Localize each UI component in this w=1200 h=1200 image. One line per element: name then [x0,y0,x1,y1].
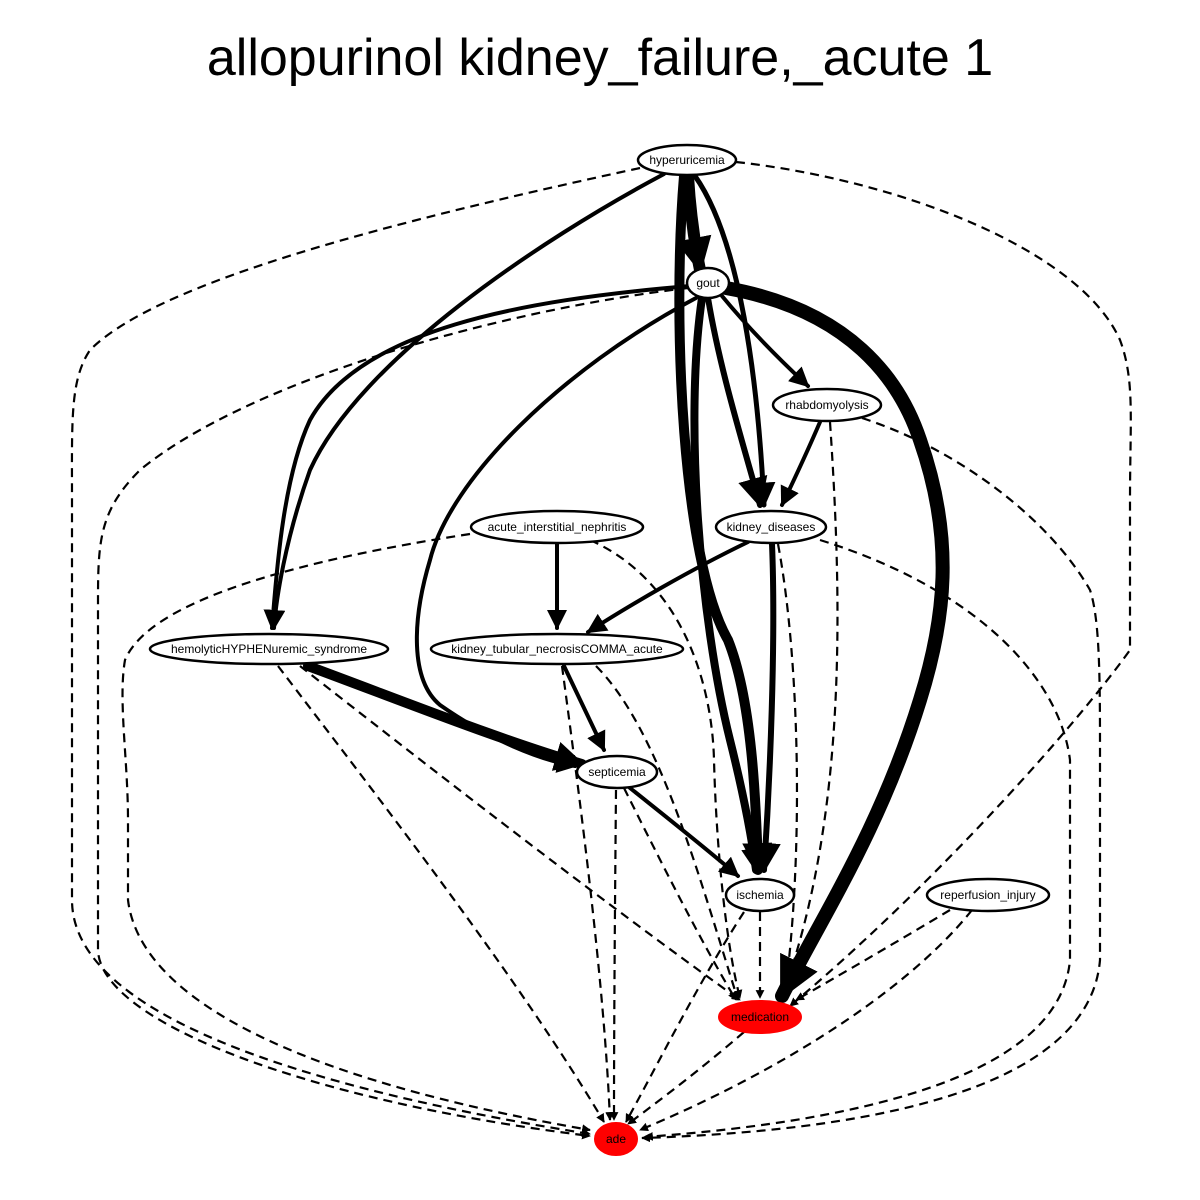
edge-hemolytic-medication [299,665,741,1001]
edge-hyperuricemia-ade [70,166,641,1138]
node-ischemia[interactable]: ischemia [724,877,796,913]
edge-kidney-tubular-ade [560,665,615,1121]
edge-hyperuricemia-medication [735,160,1132,1007]
edge-rhabdomyolysis-medication [778,421,839,1003]
edge-ischemia-ade [625,911,745,1123]
edge-gout-kidney-diseases [705,295,768,508]
node-hyperuricemia[interactable]: hyperuricemia [636,143,738,177]
node-septicemia[interactable]: septicemia [575,754,659,790]
edge-kidney-diseases-kidney-tubular [586,540,750,634]
node-label: ade [606,1132,626,1146]
edge-reperfusion-ade [639,909,973,1132]
edge-acute-interstitial-ade [121,532,591,1133]
node-ade[interactable]: ade [594,1122,638,1156]
node-hemolytic-uremic-syndrome[interactable]: hemolyticHYPHENuremic_syndrome [148,632,390,666]
node-acute-interstitial-nephritis[interactable]: acute_interstitial_nephritis [469,509,645,545]
edge-kidney-tubular-septicemia [562,664,606,752]
edge-gout-hemolytic [263,284,692,630]
edge-medication-ade [627,1031,745,1125]
node-label: hyperuricemia [649,153,725,167]
edge-gout-medication [719,281,950,1003]
node-label: ischemia [736,888,784,902]
node-label: kidney_diseases [727,520,816,534]
edge-septicemia-ischemia [628,786,740,878]
node-label: hemolyticHYPHENuremic_syndrome [171,642,367,656]
node-label: medication [731,1010,789,1024]
diagram-title: allopurinol kidney_failure,_acute 1 [206,29,994,87]
node-label: septicemia [588,765,646,779]
edge-rhabdomyolysis-kidney-diseases [780,420,822,507]
edge-hyperuricemia-kidney-diseases [692,173,776,508]
edge-gout-ischemia [690,294,766,874]
node-label: acute_interstitial_nephritis [488,520,627,534]
node-gout[interactable]: gout [685,266,731,300]
edge-acute-interstitial-medication [589,538,743,999]
node-label: rhabdomyolysis [785,398,868,412]
node-reperfusion-injury[interactable]: reperfusion_injury [925,877,1051,913]
edge-gout-rhabdomyolysis [720,294,810,388]
edge-hyperuricemia-hemolytic [265,172,666,630]
node-kidney-diseases[interactable]: kidney_diseases [714,509,828,545]
edge-septicemia-ade [609,789,619,1121]
node-rhabdomyolysis[interactable]: rhabdomyolysis [771,387,883,423]
edge-kidney-diseases-medication [776,543,799,1001]
edge-gout-ade [96,286,689,1140]
node-kidney-tubular-necrosis[interactable]: kidney_tubular_necrosisCOMMA_acute [429,632,685,666]
node-label: kidney_tubular_necrosisCOMMA_acute [451,642,663,656]
node-label: gout [696,276,720,290]
edge-septicemia-medication [623,787,737,1001]
edge-rhabdomyolysis-ade [641,416,1102,1143]
edge-kidney-diseases-ischemia [750,541,781,873]
edge-hemolytic-septicemia [303,661,587,771]
edge-hyperuricemia-ischemia [674,171,773,875]
edge-hemolytic-ade [277,665,605,1123]
node-medication[interactable]: medication [718,1000,802,1034]
node-label: reperfusion_injury [940,888,1035,902]
edge-reperfusion-medication [795,909,951,1001]
edge-hyperuricemia-gout [675,170,712,276]
edge-kidney-tubular-medication [595,665,740,1001]
edge-kidney-diseases-ade [644,538,1072,1141]
